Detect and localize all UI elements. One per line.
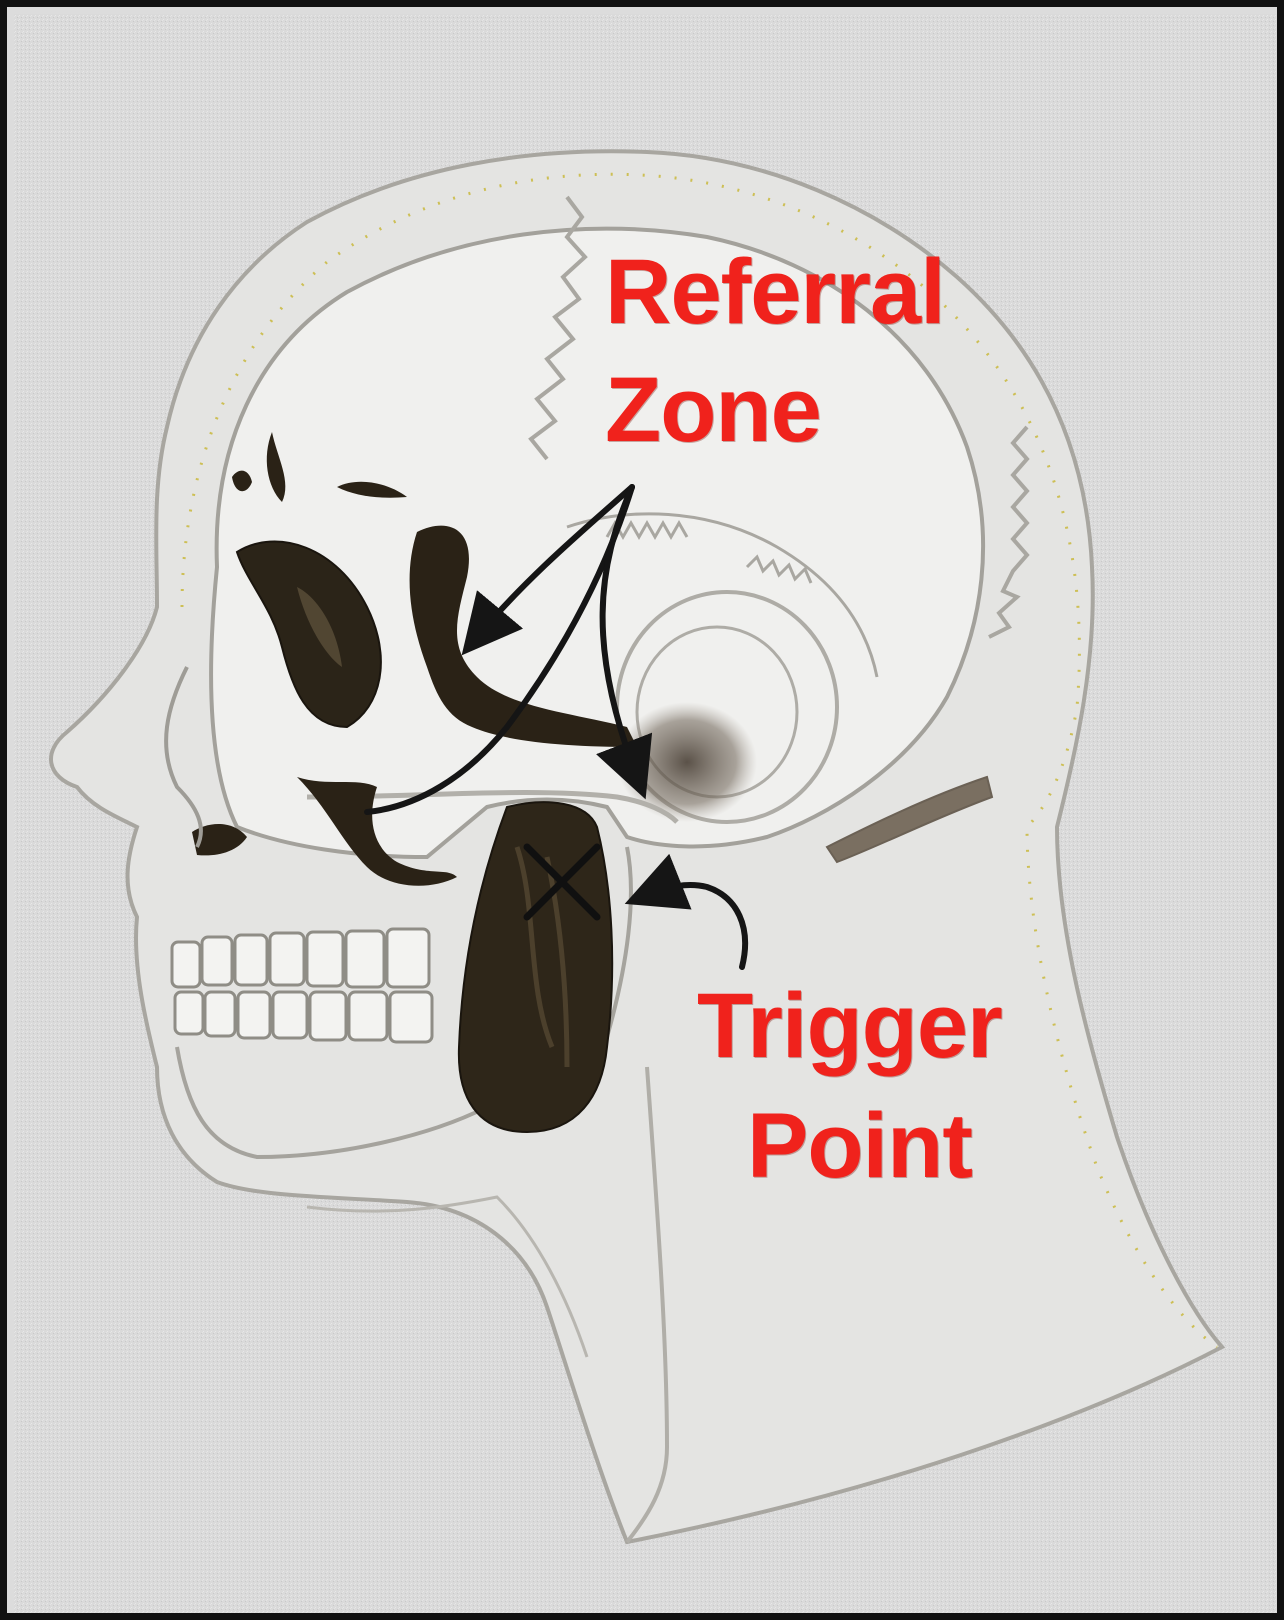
referral-zone-label-line2: Zone [605, 351, 821, 469]
trigger-point-label-line1: Trigger [697, 967, 1002, 1085]
trigger-point-label-line2: Point [747, 1087, 972, 1205]
referral-zone-label-line1: Referral [605, 233, 945, 351]
